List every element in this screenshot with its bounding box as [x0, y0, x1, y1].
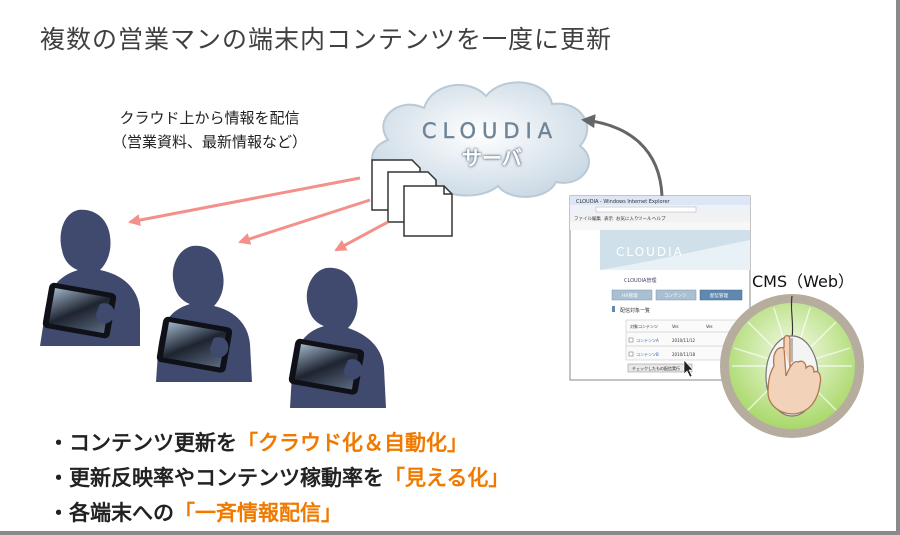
browser-row-1-checkbox[interactable]	[628, 337, 634, 343]
cloud-caption-line1: クラウド上から情報を配信	[119, 109, 300, 127]
browser-th-2: Ver.	[672, 324, 679, 329]
browser-menu-edit[interactable]: 編集	[592, 215, 601, 222]
server-label: サーバ	[462, 146, 522, 170]
browser-title: CLOUDIA - Windows Internet Explorer	[576, 199, 671, 205]
bullet-3-highlight: 「一斉情報配信」	[174, 501, 342, 525]
browser-menu-file[interactable]: ファイル	[574, 216, 592, 222]
browser-row-2-name[interactable]: コンテンツB	[636, 351, 659, 357]
browser-section: CLOUDIA管理	[624, 277, 656, 284]
cloud-caption-line2: （営業資料、最新情報など）	[112, 133, 308, 151]
upload-arrow	[581, 114, 664, 197]
browser-row-1-date: 2010/11/12	[672, 338, 696, 343]
salesperson-2-icon	[156, 245, 252, 382]
bullet-2-text: ・更新反映率やコンテンツ稼動率を	[48, 466, 384, 490]
browser-menu-tools[interactable]: ツール	[638, 217, 652, 222]
bullet-1-text: ・コンテンツ更新を	[48, 431, 237, 455]
bullet-item-2: ・更新反映率やコンテンツ稼動率を「見える化」	[48, 461, 509, 496]
browser-deliver-button[interactable]	[627, 363, 693, 373]
browser-deliver-button-label: チェックしたもの配信実行	[632, 365, 680, 371]
browser-row-1-name[interactable]: コンテンツA	[636, 337, 659, 343]
browser-tab-delivery[interactable]	[699, 289, 743, 301]
browser-tab-hr[interactable]	[611, 289, 653, 301]
salesperson-1-icon	[40, 209, 140, 346]
mouse-pointer-icon	[683, 359, 694, 378]
salesperson-3-icon	[288, 267, 386, 408]
bullet-1-highlight: 「クラウド化＆自動化」	[237, 431, 468, 455]
browser-menu-favorites[interactable]: お気に入り	[616, 215, 639, 222]
bullet-item-1: ・コンテンツ更新を「クラウド化＆自動化」	[48, 426, 509, 461]
browser-th-3: Ver.	[706, 324, 713, 329]
bullet-2-highlight: 「見える化」	[384, 466, 510, 490]
cloud-caption: クラウド上から情報を配信 （営業資料、最新情報など）	[112, 106, 307, 154]
cms-mouse-icon	[720, 294, 864, 438]
browser-tab-delivery-label: 配信管理	[710, 292, 728, 299]
browser-menu-help[interactable]: ヘルプ	[652, 216, 666, 222]
browser-tab-content[interactable]	[655, 289, 697, 301]
page-title: 複数の営業マンの端末内コンテンツを一度に更新	[40, 25, 613, 54]
distribution-arrow-1	[128, 176, 361, 227]
distribution-arrow-2	[238, 198, 371, 245]
browser-heading: 配信対象一覧	[620, 307, 650, 314]
bullet-3-text: ・各端末への	[48, 501, 174, 525]
cloud-icon: CLOUDIA	[371, 81, 590, 198]
distribution-arrow-3	[334, 220, 389, 252]
browser-tab-hr-label: HR管理	[622, 292, 638, 299]
cms-label: CMS（Web）	[752, 272, 855, 291]
cloud-logo-text: CLOUDIA	[422, 119, 558, 143]
documents-icon	[371, 159, 453, 237]
browser-row-2-checkbox[interactable]	[628, 351, 634, 357]
browser-tab-content-label: コンテンツ	[664, 293, 687, 299]
bullet-item-3: ・各端末への「一斉情報配信」	[48, 496, 509, 531]
browser-logo: CLOUDIA	[616, 245, 684, 259]
bullet-list: ・コンテンツ更新を「クラウド化＆自動化」 ・更新反映率やコンテンツ稼動率を「見え…	[48, 426, 509, 531]
browser-row-2-date: 2010/11/18	[672, 352, 696, 357]
browser-menu-view[interactable]: 表示	[604, 215, 613, 222]
browser-th-1: 対象コンテンツ	[630, 323, 658, 329]
